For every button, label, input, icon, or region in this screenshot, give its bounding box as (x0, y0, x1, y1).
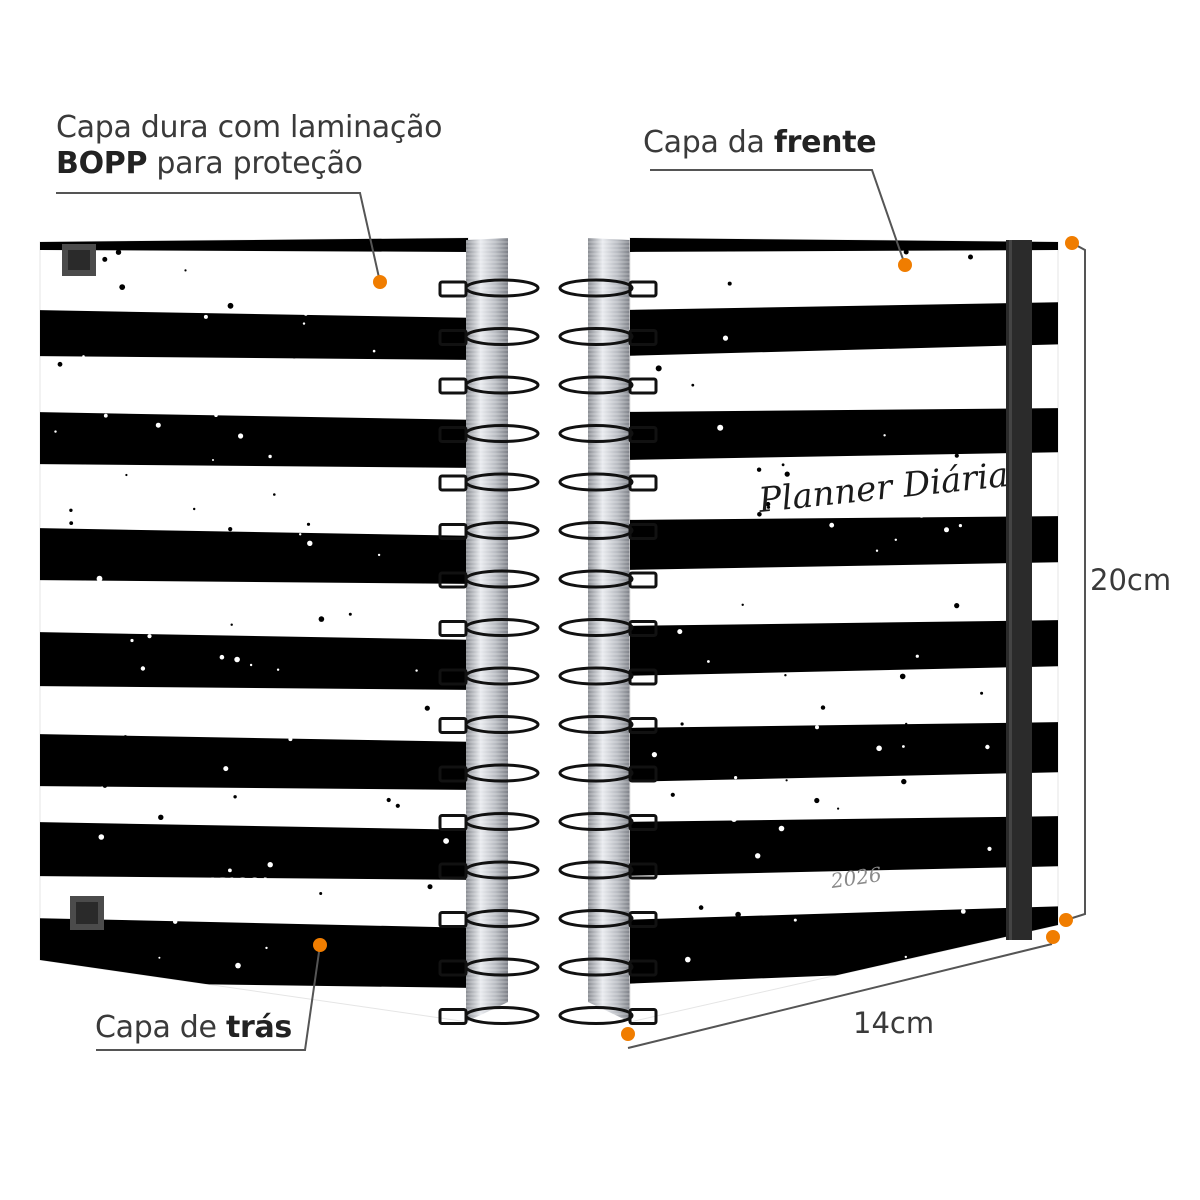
stripe (40, 822, 468, 880)
stripe (630, 302, 1058, 356)
stripe (40, 310, 468, 360)
front-cover-stripes (630, 238, 1058, 984)
height-top-point (1065, 236, 1079, 250)
back-cover-stripes (40, 238, 468, 988)
stripe (40, 528, 468, 584)
front-cover-bold: frente (773, 125, 877, 160)
front-cover: Planner Diária 2026 (629, 237, 1059, 1023)
front-cover-callout: Capa da frente (643, 125, 877, 161)
callout-dots (313, 236, 1079, 1041)
back-cover-bold: trás (225, 1010, 292, 1045)
height-dimension: 20cm (1090, 563, 1172, 597)
hard-cover-line1: Capa dura com laminação (56, 110, 443, 145)
height-bottom-point (1059, 913, 1073, 927)
back-page-block (466, 238, 508, 1022)
width-right-point (1046, 930, 1060, 944)
back-cover: ISICOL (39, 237, 469, 1023)
stripe (630, 408, 1058, 460)
stripe (40, 238, 468, 252)
front-cover-point (898, 258, 912, 272)
protection-text: para proteção (156, 146, 363, 181)
stripe (630, 816, 1058, 876)
spiral-binding (438, 278, 658, 1025)
hard-cover-line2: BOPP para proteção (56, 146, 442, 182)
back-cover-point (313, 938, 327, 952)
stripe (630, 620, 1058, 676)
stripe (630, 516, 1058, 570)
back-cover-dots (48, 249, 449, 990)
stripe (630, 722, 1058, 782)
width-dimension: 14cm (853, 1006, 935, 1040)
front-cover-prefix: Capa da (643, 125, 774, 160)
bopp-text: BOPP (56, 146, 148, 181)
brand-logo: ISICOL (210, 876, 274, 892)
back-cover-prefix: Capa de (95, 1010, 226, 1045)
stripe (40, 412, 468, 468)
callout-lines (56, 169, 1086, 1051)
width-left-point (621, 1027, 635, 1041)
stripe (40, 734, 468, 790)
stripe (40, 632, 468, 690)
hard-cover-point (373, 275, 387, 289)
hard-cover-callout: Capa dura com laminação BOPP para proteç… (56, 110, 443, 182)
stripe (40, 918, 468, 988)
back-cover-callout: Capa de trás (95, 1010, 292, 1046)
front-page-block (588, 238, 630, 1022)
